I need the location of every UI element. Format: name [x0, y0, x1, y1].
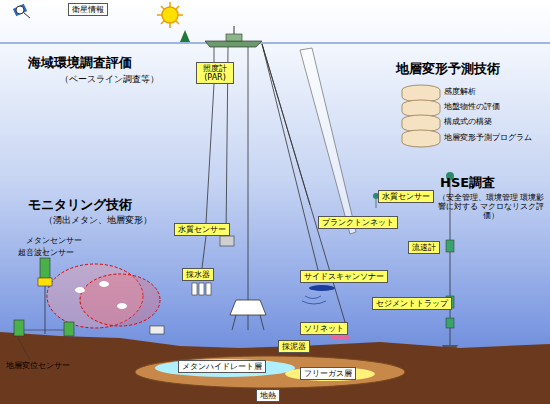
annotation-label: 構成式の構築	[444, 117, 492, 126]
node-text: 衛星情報	[72, 5, 104, 14]
node-text: フリーガス層	[304, 369, 352, 378]
layer-box: フリーガス層	[300, 367, 356, 380]
monitoring-devices	[14, 258, 164, 336]
annotation-label: 地層変位センサー	[6, 361, 70, 370]
section-heading: 海域環境調査評価	[28, 56, 132, 71]
instrument-box: サイドスキャンソナー	[300, 270, 388, 283]
rosette-sampler	[192, 283, 211, 295]
annotation-label: メタンセンサー	[26, 236, 82, 245]
instrument-box: 水質センサー	[174, 223, 230, 236]
instrument-box: 採泥器	[278, 340, 310, 353]
instrument-box: 照度計 (PAR)	[196, 62, 234, 84]
node-text: 水質センサー	[178, 225, 226, 234]
hydrate-layer	[155, 359, 295, 377]
node-text: プランクトンネット	[322, 218, 394, 227]
sonar-waves	[302, 296, 326, 304]
node-text: メタンハイドレート層	[182, 362, 262, 371]
node-text: 照度計 (PAR)	[200, 64, 230, 82]
sled-net	[330, 336, 350, 340]
research-ship	[205, 26, 262, 47]
lander	[230, 300, 266, 315]
leader-lines	[18, 247, 44, 360]
annotation-label: 超音波センサー	[18, 248, 74, 257]
annotation-label: （ベースライン調査等）	[60, 74, 159, 84]
layer-box: 衛星情報	[68, 3, 108, 16]
side-scan-sonar-fish	[309, 285, 335, 291]
node-text: ソリネット	[304, 324, 344, 333]
layer-disks	[402, 85, 440, 147]
sun	[157, 2, 183, 28]
lander-legs	[232, 315, 264, 330]
annotation-label: （安全管理、環境管理 環境影響に対する マクロなリスク評価）	[436, 193, 546, 221]
section-heading: HSE調査	[440, 176, 495, 191]
node-text: 水質センサー	[382, 192, 430, 201]
layer-box: メタンハイドレート層	[178, 360, 266, 373]
node-text: 流速計	[412, 243, 436, 252]
node-text: セジメントトラップ	[376, 299, 448, 308]
seabed	[0, 332, 550, 404]
annotation-label: 地盤物性の評価	[444, 102, 500, 111]
annotation-label: 地層変形予測プログラム	[444, 133, 532, 142]
node-text: サイドスキャンソナー	[304, 272, 384, 281]
node-text: 採水器	[186, 270, 210, 279]
node-text: 採泥器	[282, 342, 306, 351]
buoy	[180, 30, 190, 42]
satellite	[13, 4, 30, 18]
annotation-label: 感度解析	[444, 87, 476, 96]
instrument-box: 水質センサー	[378, 190, 434, 203]
water-sampler-device	[220, 236, 234, 246]
plankton-net	[300, 48, 356, 234]
instrument-box: 流速計	[408, 241, 440, 254]
layer-box: 地熱	[256, 389, 280, 402]
water-surface	[0, 42, 550, 44]
annotation-label: （湧出メタン、地層変形）	[44, 215, 152, 225]
instrument-box: セジメントトラップ	[372, 297, 452, 310]
node-text: 地熱	[260, 391, 276, 400]
free-gas-layer	[285, 367, 375, 381]
instrument-box: ソリネット	[300, 322, 348, 335]
instrument-box: 採水器	[182, 268, 214, 281]
section-heading: 地層変形予測技術	[396, 62, 500, 77]
instrument-box: プランクトンネット	[318, 216, 398, 229]
section-heading: モニタリング技術	[28, 198, 132, 213]
reservoir-lens	[135, 356, 405, 388]
